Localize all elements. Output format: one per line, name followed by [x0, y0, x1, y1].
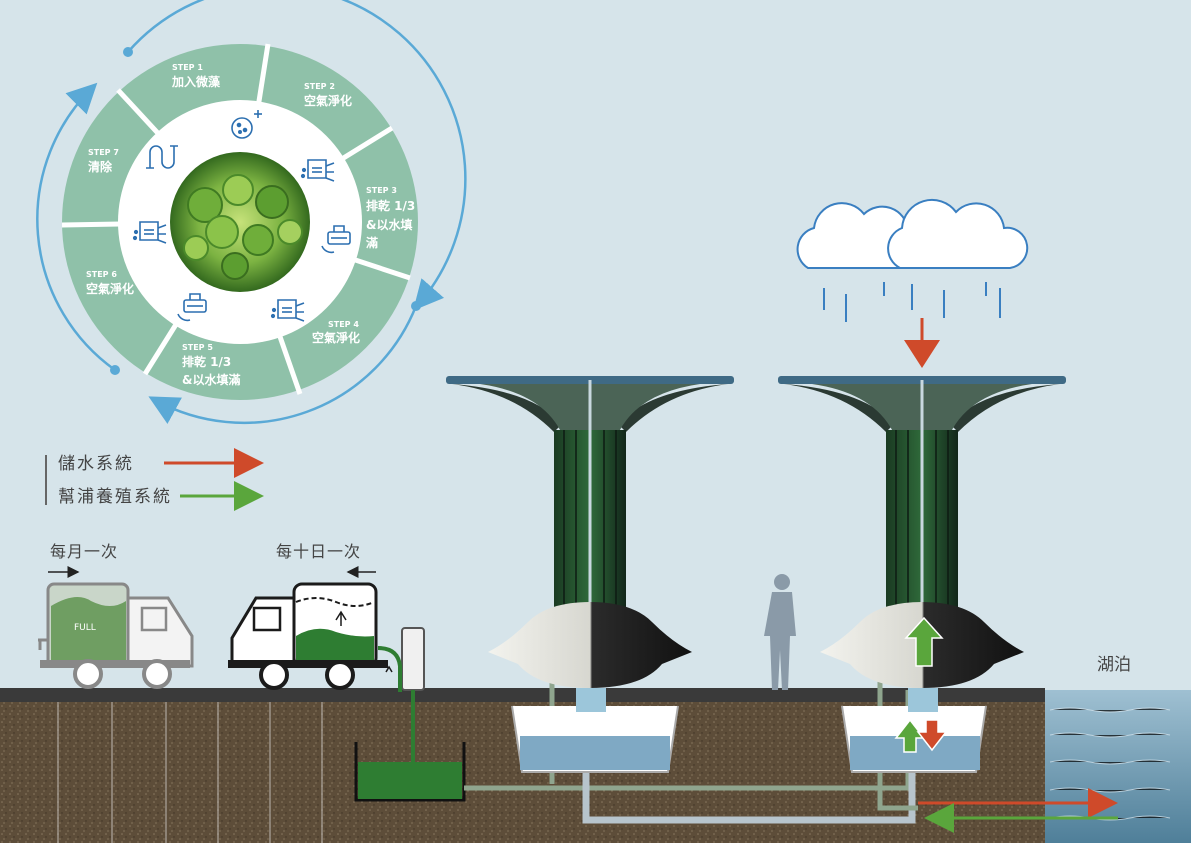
legend-algae-label: 幫浦養殖系統	[58, 487, 172, 507]
algae-tree-right	[778, 318, 1066, 773]
step-1-label: 加入微藻	[171, 74, 221, 89]
cycle-dot	[123, 47, 133, 57]
step-3-label-line3: 滿	[366, 235, 378, 250]
step-3-number: STEP 3	[366, 186, 397, 195]
step-6-number: STEP 6	[86, 270, 117, 279]
step-4-label: 空氣淨化	[312, 330, 360, 345]
step-3-label: 排乾 1/3	[366, 198, 415, 213]
step-5-number: STEP 5	[182, 343, 213, 352]
truck-ten-days-frequency: 每十日一次	[276, 542, 361, 561]
person-silhouette	[764, 574, 796, 690]
cycle-dot	[411, 301, 421, 311]
air-purify-icon	[270, 299, 305, 322]
drain-refill-icon	[177, 293, 207, 322]
tank-up-arrow	[894, 718, 926, 753]
step-1-number: STEP 1	[172, 63, 203, 72]
step-6-label: 空氣淨化	[86, 281, 134, 296]
cycle-arrow-top	[127, 0, 467, 311]
cycle-wheel: STEP 1 加入微藻 STEP 2 空氣淨化 STEP 3 排乾 1/3 &以…	[36, 0, 467, 425]
step-5-label-line2: &以水填滿	[182, 372, 240, 387]
lake-label: 湖泊	[1097, 655, 1131, 675]
algae-tree-left	[446, 376, 734, 773]
step-3-label-line2: &以水填	[366, 217, 412, 232]
step-5-label: 排乾 1/3	[182, 354, 231, 369]
step-7-number: STEP 7	[88, 148, 119, 157]
microalgae-image	[170, 152, 310, 292]
cycle-arrow-right	[148, 305, 418, 425]
legend-storage-label: 儲水系統	[58, 454, 134, 474]
air-purify-icon	[132, 221, 167, 244]
lake: 湖泊	[1045, 655, 1191, 843]
cycle-dot	[110, 365, 120, 375]
tank-down-arrow	[916, 719, 948, 752]
step-2-label: 空氣淨化	[304, 93, 352, 108]
cycle-arrow-left	[36, 82, 116, 372]
step-4-number: STEP 4	[328, 320, 359, 329]
rain-cloud	[796, 198, 1029, 322]
legend: 儲水系統 幫浦養殖系統	[45, 448, 264, 511]
drain-refill-icon	[321, 225, 351, 254]
algae-add-icon	[231, 110, 262, 139]
algae-culture-tank	[354, 690, 466, 802]
tree-up-arrow	[904, 616, 944, 667]
tank-label: FULL	[74, 623, 96, 633]
truck-monthly: 每月一次 FULL	[38, 542, 194, 689]
truck-ten-days: 每十日一次	[228, 542, 425, 692]
truck-monthly-frequency: 每月一次	[50, 542, 118, 561]
step-2-number: STEP 2	[304, 82, 335, 91]
rain-collection-arrow	[904, 340, 940, 368]
air-purify-icon	[300, 159, 335, 182]
clean-pipe-icon	[146, 145, 178, 169]
step-7-label: 清除	[88, 159, 113, 174]
